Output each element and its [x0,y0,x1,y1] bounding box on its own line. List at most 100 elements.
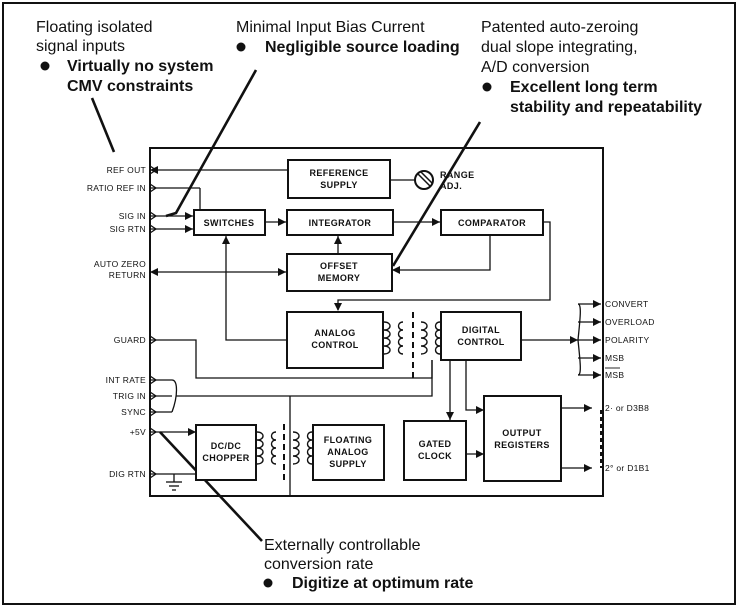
block-label: OUTPUT [502,428,542,438]
annotation-text: signal inputs [36,38,125,55]
annotation-bullet-text: Negligible source loading [265,39,460,56]
pointer-line [90,97,116,153]
pin-label-ratio-ref-in: RATIO REF IN [87,183,146,193]
wire [392,235,491,271]
annotation-bullet-text: Virtually no system [67,58,213,75]
transformer-coil-icon [256,431,264,465]
annotation-text: Floating isolated [36,19,153,36]
arrowhead [584,404,592,412]
pin-label-convert: CONVERT [605,299,649,309]
arrowhead [446,412,454,420]
arrowhead [185,225,193,233]
annotation-bias-current: Minimal Input Bias Current Negligible so… [236,19,460,56]
block-offset-memory: OFFSET MEMORY [286,253,393,292]
pin-label-guard: GUARD [114,335,146,345]
bullet-dot [236,42,246,52]
pin-label-ref-out: REF OUT [107,165,146,175]
block-box [195,424,257,481]
annotation-text: Minimal Input Bias Current [236,19,425,36]
transformer-coil-icon [306,431,313,465]
block-label: SWITCHES [204,218,255,228]
pin-marker [149,375,158,385]
block-integrator: INTEGRATOR [286,209,394,236]
annotation-bullet-text: Excellent long term [510,79,658,96]
left-pin-markers [149,165,158,479]
block-box [193,209,266,236]
block-box [483,395,562,482]
wire [225,236,286,341]
pin-label-trig-in: TRIG IN [113,391,146,401]
block-label: REGISTERS [494,440,550,450]
block-gated-clock: GATED CLOCK [403,420,467,481]
pin-marker [149,391,158,401]
block-box [440,209,544,236]
annotation-text: dual slope integrating, [481,39,638,56]
range-adjust: RANGE ADJ. [414,170,474,191]
left-pin-labels: REF OUT RATIO REF IN SIG IN SIG RTN AUTO… [87,165,146,479]
annotation-auto-zero: Patented auto-zeroing dual slope integra… [481,19,702,116]
arrowhead [185,212,193,220]
pin-marker [149,335,158,345]
pin-label-plus-5v: +5V [130,427,146,437]
annotation-text: A/D conversion [481,59,590,76]
block-box [286,209,394,236]
block-comparator: COMPARATOR [440,209,544,236]
pin-label-auto-zero-return: RETURN [109,270,146,280]
block-label: FLOATING [324,435,373,445]
right-pin-labels: CONVERT OVERLOAD POLARITY MSB MSB 2· or … [605,299,654,473]
arrowhead [432,218,440,226]
pin-label-polarity: POLARITY [605,335,649,345]
annotation-text: Patented auto-zeroing [481,19,638,36]
pin-marker [149,165,158,175]
block-label: REFERENCE [309,168,368,178]
annotation-conversion-rate: Externally controllable conversion rate … [263,537,473,592]
block-label: OFFSET [320,261,358,271]
pointer-line [165,69,258,218]
pin-label-dig-rtn: DIG RTN [109,469,146,479]
transformer-coil-icon [397,321,404,355]
range-adj-potentiometer-icon [417,173,431,187]
annotation-floating-inputs: Floating isolated signal inputs Virtuall… [36,19,213,95]
pin-label-sig-rtn: SIG RTN [110,224,146,234]
pin-marker [149,469,158,479]
block-box [286,311,384,369]
pointer-line [391,121,482,267]
range-adj-label: ADJ. [440,181,462,191]
pointer-lines [90,69,482,542]
arrowhead [593,300,601,308]
arrowhead [334,236,342,244]
pin-label-msb-bar: MSB [605,370,624,380]
transformer-coil-icon [383,321,391,355]
arrowhead [593,371,601,379]
annotation-text: conversion rate [264,556,373,573]
arrowhead [570,336,578,344]
block-label: DC/DC [211,441,242,451]
pin-label-auto-zero: AUTO ZERO [94,259,146,269]
block-label: SUPPLY [320,180,358,190]
wire [176,360,433,397]
block-output-registers: OUTPUT REGISTERS [483,395,562,482]
bullet-dot [263,578,273,588]
arrowhead [222,236,230,244]
annotation-bullet-text: Digitize at optimum rate [292,575,473,592]
block-label: CONTROL [311,340,358,350]
block-box [440,311,522,361]
bus-bracket [171,379,178,413]
arrowhead [593,336,601,344]
block-floating-analog-supply: FLOATING ANALOG SUPPLY [312,424,385,481]
arrowhead [593,354,601,362]
block-label: ANALOG [327,447,368,457]
block-switches: SWITCHES [193,209,266,236]
annotation-bullet-text: CMV constraints [67,78,193,95]
block-label: CONTROL [457,337,504,347]
pin-marker [149,407,158,417]
block-box [286,253,393,292]
arrowhead [150,166,158,174]
pin-label-output-d3b8: 2· or D3B8 [605,403,649,413]
block-label: SUPPLY [329,459,367,469]
annotation-bullet-text: stability and repeatability [510,99,702,116]
arrowhead [334,303,342,311]
transformer-coil-icon [270,431,277,465]
